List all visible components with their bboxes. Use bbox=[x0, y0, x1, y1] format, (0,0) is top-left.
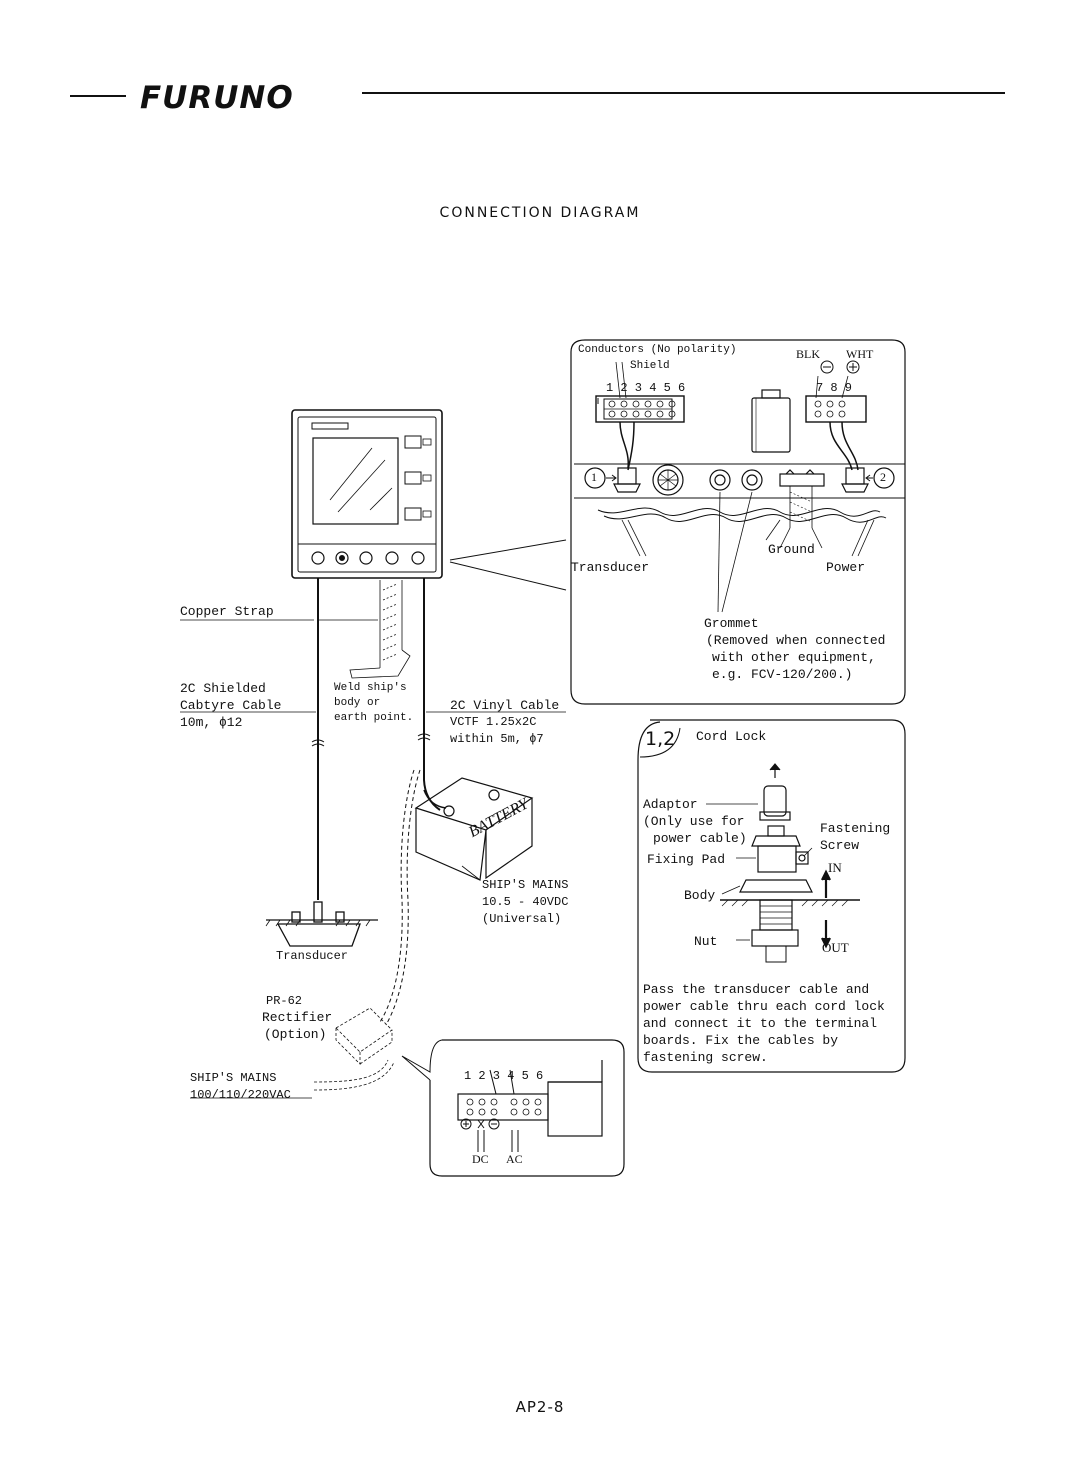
dc-label: DC bbox=[472, 1152, 489, 1166]
cord-lock-title: Cord Lock bbox=[696, 729, 767, 744]
power-terminal-block bbox=[457, 1060, 603, 1137]
control-knob bbox=[335, 551, 349, 565]
ac-mains-label-2: 100/110/220VAC bbox=[190, 1088, 291, 1102]
cord-lock-assembly bbox=[720, 763, 860, 963]
copper-strap-label: Copper Strap bbox=[180, 604, 274, 619]
marker-1-label: 1 bbox=[591, 470, 597, 484]
fastening-label: Fastening bbox=[820, 821, 891, 836]
ground-label: Ground bbox=[768, 542, 815, 557]
furuno-logo: FURUNO bbox=[140, 80, 294, 116]
grommet-note-3: e.g. FCV-120/200.) bbox=[712, 667, 853, 682]
only-use-label-2: power cable) bbox=[653, 831, 747, 846]
left-terminal-numbers: 1 2 3 4 5 6 bbox=[606, 381, 686, 395]
grommet-note-2: with other equipment, bbox=[712, 650, 876, 665]
power-terminal-polarity bbox=[460, 1069, 519, 1152]
page-title: CONNECTION DIAGRAM bbox=[439, 205, 641, 221]
grommet bbox=[709, 469, 763, 491]
shielded-cable-label-2: Cabtyre Cable bbox=[180, 698, 282, 713]
out-label: OUT bbox=[822, 940, 849, 955]
dc-mains-label-3: (Universal) bbox=[482, 912, 562, 926]
cord-lock-1 bbox=[613, 467, 641, 493]
cord-lock-note-5: fastening screw. bbox=[643, 1050, 768, 1065]
cord-lock-badge: 1,2 bbox=[645, 728, 676, 750]
power-terminal-numbers: 1 2 3 4 5 6 bbox=[464, 1069, 544, 1083]
function-key bbox=[404, 435, 422, 449]
option-label: (Option) bbox=[264, 1027, 327, 1042]
display-screen bbox=[312, 437, 399, 525]
terminal-block-right bbox=[805, 395, 867, 423]
display-unit bbox=[291, 409, 443, 579]
marker-circle-1 bbox=[584, 467, 606, 489]
dc-mains-label-2: 10.5 - 40VDC bbox=[482, 895, 569, 909]
cord-lock-note-1: Pass the transducer cable and bbox=[643, 982, 870, 997]
ground-terminal bbox=[779, 469, 825, 549]
dc-mains-label-1: SHIP'S MAINS bbox=[482, 878, 569, 892]
copper-strap bbox=[318, 580, 411, 679]
rectifier bbox=[313, 1007, 395, 1091]
page-number: AP2-8 bbox=[515, 1398, 565, 1416]
base-plate bbox=[574, 463, 905, 523]
ac-label: AC bbox=[506, 1152, 523, 1166]
terminal-callout-frame bbox=[570, 339, 906, 705]
nut-label: Nut bbox=[694, 934, 718, 949]
transducer-callout-label: Transducer bbox=[571, 560, 650, 575]
battery bbox=[414, 777, 534, 881]
shielded-cable-label-1: 2C Shielded bbox=[180, 681, 266, 696]
conductors-label: Conductors (No polarity) bbox=[578, 344, 737, 356]
power-label: Power bbox=[826, 560, 866, 575]
weld-label-3: earth point. bbox=[334, 712, 414, 724]
function-key bbox=[404, 471, 422, 485]
cord-lock-note-4: boards. Fix the cables by bbox=[643, 1033, 839, 1048]
marker-2-label: 2 bbox=[880, 470, 886, 484]
transducer-label: Transducer bbox=[276, 949, 349, 963]
function-key bbox=[404, 507, 422, 521]
fixing-pad-label: Fixing Pad bbox=[647, 852, 726, 867]
control-knob bbox=[385, 551, 399, 565]
cord-lock-frame bbox=[637, 719, 906, 1073]
only-use-label-1: (Only use for bbox=[643, 814, 745, 829]
shielded-cable-label-3: 10m, ϕ12 bbox=[180, 715, 243, 730]
weld-label-2: body or bbox=[334, 697, 381, 709]
adaptor-label: Adaptor bbox=[643, 797, 698, 812]
fuse-holder bbox=[751, 389, 791, 453]
ac-mains-label-1: SHIP'S MAINS bbox=[190, 1071, 277, 1085]
control-knob bbox=[411, 551, 425, 565]
terminal-block-left bbox=[595, 395, 685, 423]
shield-label: Shield bbox=[630, 360, 670, 372]
transducer bbox=[265, 901, 378, 947]
cord-lock-note-3: and connect it to the terminal bbox=[643, 1016, 878, 1031]
body-label: Body bbox=[684, 888, 716, 903]
wht-label: WHT bbox=[846, 347, 874, 361]
grommet-label: Grommet bbox=[704, 616, 759, 631]
vinyl-cable-label-2: VCTF 1.25x2C bbox=[450, 715, 537, 729]
weld-label-1: Weld ship's bbox=[334, 682, 407, 694]
cord-lock-2 bbox=[841, 467, 869, 493]
grommet-large bbox=[652, 464, 684, 496]
power-callout-frame bbox=[429, 1039, 625, 1177]
grommet-note-1: (Removed when connected bbox=[706, 633, 886, 648]
vinyl-cable-label-1: 2C Vinyl Cable bbox=[450, 698, 560, 713]
vinyl-cable-label-3: within 5m, ϕ7 bbox=[450, 732, 544, 746]
right-terminal-numbers: 7 8 9 bbox=[816, 381, 853, 395]
marker-circle-2 bbox=[873, 467, 895, 489]
pr62-label: PR-62 bbox=[266, 994, 303, 1008]
screw-label: Screw bbox=[820, 838, 860, 853]
in-label: IN bbox=[828, 860, 842, 875]
cord-lock-note-2: power cable thru each cord lock bbox=[643, 999, 885, 1014]
terminal-screws-left bbox=[608, 400, 676, 418]
control-knob bbox=[311, 551, 325, 565]
rectifier-label: Rectifier bbox=[262, 1010, 333, 1025]
control-knob bbox=[359, 551, 373, 565]
blk-label: BLK bbox=[796, 347, 820, 361]
